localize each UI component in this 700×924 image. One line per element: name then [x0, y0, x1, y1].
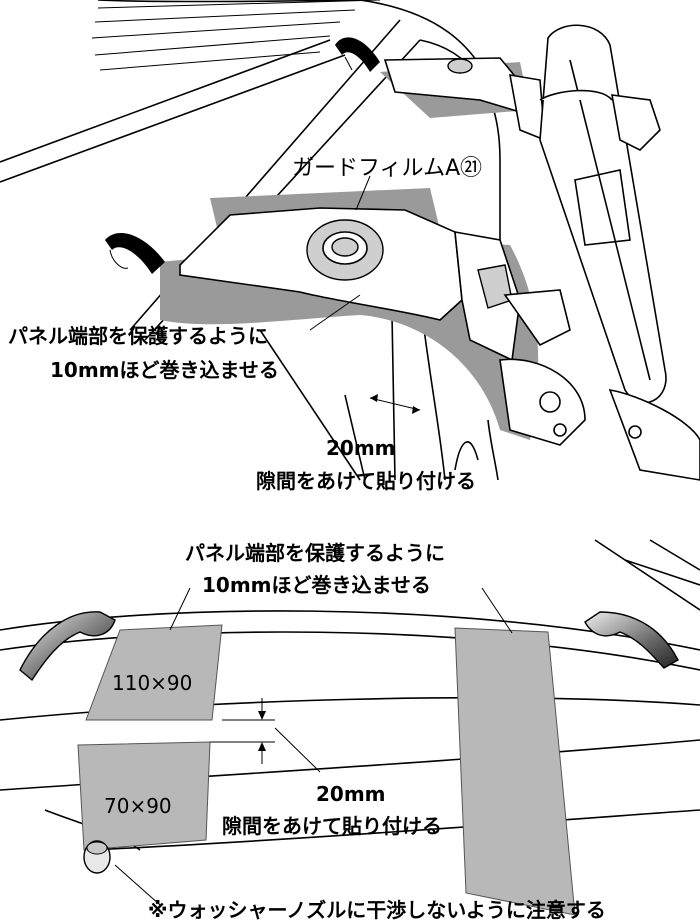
film-right [454, 627, 576, 916]
top-wrap-note-line1: パネル端部を保護するように [8, 324, 268, 348]
end-tab-left [19, 611, 116, 682]
gap-dimension-arrow [369, 394, 421, 414]
top-wrap-note-line2: 10mmほど巻き込ませる [50, 358, 279, 382]
bottom-gap-dimension [210, 698, 275, 764]
bottom-wrap-leader-left [169, 587, 191, 631]
roll-bar [539, 24, 700, 481]
wrap-tab-top [335, 37, 380, 72]
film-upper-size-label: 110×90 [112, 671, 192, 695]
washer-nozzle-caution: ※ウォッシャーノズルに干渉しないように注意する [148, 898, 606, 922]
guard-film-a-label: ガードフィルムA [292, 156, 460, 181]
rear-bracket [380, 57, 546, 142]
bottom-gap-note: 隙間をあけて貼り付ける [222, 814, 442, 838]
bottom-wrap-leader-right [481, 587, 513, 634]
wrap-tab-left [105, 233, 165, 274]
top-gap-note: 隙間をあけて貼り付ける [256, 469, 476, 493]
top-illustration [0, 0, 700, 481]
washer-nozzle [83, 840, 111, 874]
film-upper-left [85, 624, 223, 721]
bottom-wrap-note-line1: パネル端部を保護するように [185, 541, 445, 565]
roof-panel-lines [0, 0, 501, 481]
bottom-illustration [0, 539, 700, 916]
top-gap-value: 20mm [326, 436, 396, 460]
film-lower-left [77, 741, 211, 851]
end-tab-right [584, 611, 679, 669]
guard-film-number: ㉑ [460, 156, 482, 181]
washer-caution-leader [114, 864, 161, 906]
film-lower-size-label: 70×90 [104, 794, 172, 818]
front-bracket [160, 188, 642, 446]
bottom-gap-value: 20mm [316, 782, 386, 806]
bottom-gap-leader [274, 727, 321, 773]
film-label-leader [355, 175, 371, 211]
wrap-note-leader [309, 294, 361, 331]
bottom-wrap-note-line2: 10mmほど巻き込ませる [202, 573, 431, 597]
